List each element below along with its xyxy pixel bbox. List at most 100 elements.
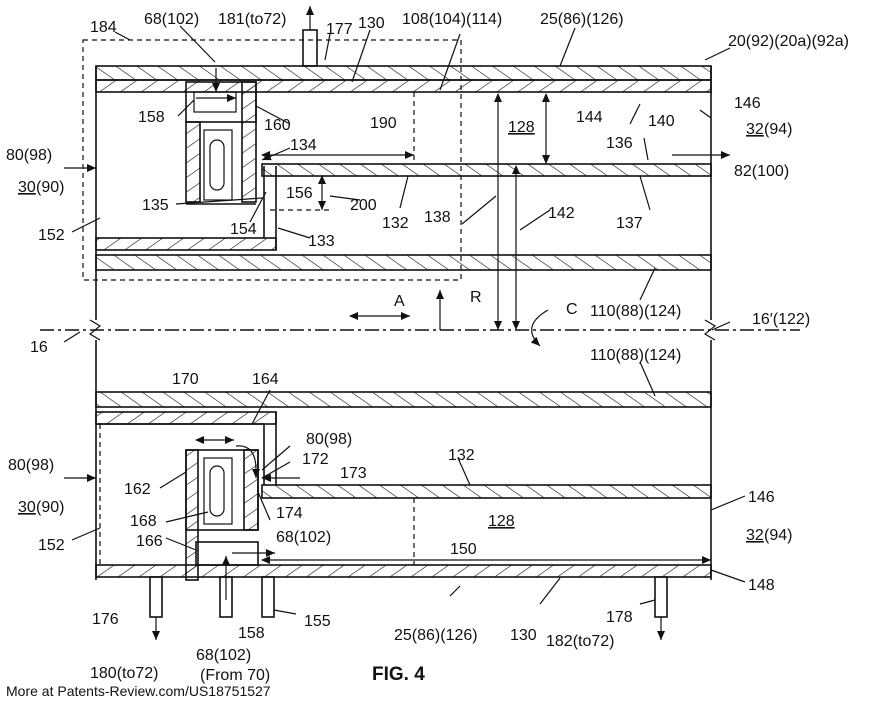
label-173: 173 xyxy=(340,465,367,482)
label-150: 150 xyxy=(450,541,477,558)
detail-region-184 xyxy=(82,39,462,281)
label-172: 172 xyxy=(302,451,329,468)
label-82: 82(100) xyxy=(734,163,789,180)
figure-title: FIG. 4 xyxy=(372,664,425,685)
footer-source: More at Patents-Review.com/US18751527 xyxy=(6,683,271,699)
label-146-bottom: 146 xyxy=(748,489,775,506)
label-30-top: 30 xyxy=(18,179,36,196)
label-178: 178 xyxy=(606,609,633,626)
label-68-bottom: 68(102) xyxy=(276,529,331,546)
label-80-bottom: 80(98) xyxy=(8,457,54,474)
label-25-top: 25(86)(126) xyxy=(540,11,624,28)
vane-wall-lower xyxy=(95,411,277,425)
actuator-top-body xyxy=(185,121,201,203)
label-110-top: 110(88)(124) xyxy=(590,303,681,320)
pipe-177 xyxy=(302,29,318,67)
label-128-top: 128 xyxy=(508,119,535,136)
label-108: 108(104)(114) xyxy=(402,11,502,28)
label-130-bottom: 130 xyxy=(510,627,537,644)
label-16: 16 xyxy=(30,339,48,356)
label-68-from: 68(102) xyxy=(196,647,251,664)
label-180: 180(to72) xyxy=(90,665,159,682)
actuator-top-inner xyxy=(193,91,237,113)
label-94-bottom: (94) xyxy=(764,527,792,544)
label-170: 170 xyxy=(172,371,199,388)
outer-casing-top xyxy=(95,65,712,81)
label-32-top: 32 xyxy=(746,121,764,138)
label-158-bottom: 158 xyxy=(238,625,265,642)
label-140: 140 xyxy=(648,113,675,130)
break-right xyxy=(703,319,717,341)
pipe-178 xyxy=(654,576,668,618)
label-132-top: 132 xyxy=(382,215,409,232)
label-25-bottom: 25(86)(126) xyxy=(394,627,478,644)
label-137: 137 xyxy=(616,215,643,232)
labels: 184 68(102) 181(to72) 177 130 108(104)(1… xyxy=(6,11,849,699)
pipe-155 xyxy=(261,576,275,618)
label-162: 162 xyxy=(124,481,151,498)
inner-casing-bottom xyxy=(95,391,712,408)
actuator-top-link xyxy=(203,129,233,201)
actuator-top-pin xyxy=(209,139,225,191)
splitter-bottom xyxy=(261,484,712,499)
inner-casing-top xyxy=(95,254,712,271)
label-152-bottom: 152 xyxy=(38,537,65,554)
label-135: 135 xyxy=(142,197,169,214)
label-168: 168 xyxy=(130,513,157,530)
label-68-top: 68(102) xyxy=(144,11,199,28)
label-146-top: 146 xyxy=(734,95,761,112)
label-184: 184 xyxy=(90,19,117,36)
label-138: 138 xyxy=(424,209,451,226)
label-166: 166 xyxy=(136,533,163,550)
pipe-176 xyxy=(149,576,163,618)
axis-C xyxy=(530,309,549,347)
label-134: 134 xyxy=(290,137,317,154)
label-130-top: 130 xyxy=(358,15,385,32)
label-181: 181(to72) xyxy=(218,11,287,28)
liner-bottom xyxy=(95,564,712,578)
label-160: 160 xyxy=(264,117,291,134)
label-174: 174 xyxy=(276,505,303,522)
label-182: 182(to72) xyxy=(546,633,615,650)
label-R: R xyxy=(470,289,482,306)
label-177: 177 xyxy=(326,21,353,38)
actuator-bottom-link xyxy=(203,457,233,525)
label-133: 133 xyxy=(308,233,335,250)
label-144: 144 xyxy=(576,109,603,126)
break-left xyxy=(88,319,102,341)
leader-lines xyxy=(63,25,746,615)
label-142: 142 xyxy=(548,205,575,222)
label-32-bottom: 32 xyxy=(746,527,764,544)
label-155: 155 xyxy=(304,613,331,630)
label-90-top: (90) xyxy=(36,179,64,196)
label-A: A xyxy=(394,293,405,310)
vane-wall-133 xyxy=(95,237,277,251)
label-90-bottom: (90) xyxy=(36,499,64,516)
flow-164-curve xyxy=(235,445,260,478)
label-164: 164 xyxy=(252,371,279,388)
splitter-top xyxy=(261,163,712,177)
label-80-top: 80(98) xyxy=(6,147,52,164)
label-190: 190 xyxy=(370,115,397,132)
label-80-mid: 80(98) xyxy=(306,431,352,448)
label-128-bottom: 128 xyxy=(488,513,515,530)
label-20: 20(92)(20a)(92a) xyxy=(728,33,849,50)
label-C: C xyxy=(566,301,578,318)
label-30-bottom: 30 xyxy=(18,499,36,516)
label-176: 176 xyxy=(92,611,119,628)
actuator-bottom-pin xyxy=(209,465,225,517)
label-152-top: 152 xyxy=(38,227,65,244)
label-132-bottom: 132 xyxy=(448,447,475,464)
label-136: 136 xyxy=(606,135,633,152)
label-158-top: 158 xyxy=(138,109,165,126)
label-70-from: (From 70) xyxy=(200,667,270,684)
label-200: 200 xyxy=(350,197,377,214)
label-94-top: (94) xyxy=(764,121,792,138)
label-16-prime: 16′(122) xyxy=(752,311,810,328)
actuator-top-right-wall xyxy=(241,81,257,203)
label-156: 156 xyxy=(286,185,313,202)
flow-134 xyxy=(261,147,291,161)
label-154: 154 xyxy=(230,221,257,238)
label-148: 148 xyxy=(748,577,775,594)
